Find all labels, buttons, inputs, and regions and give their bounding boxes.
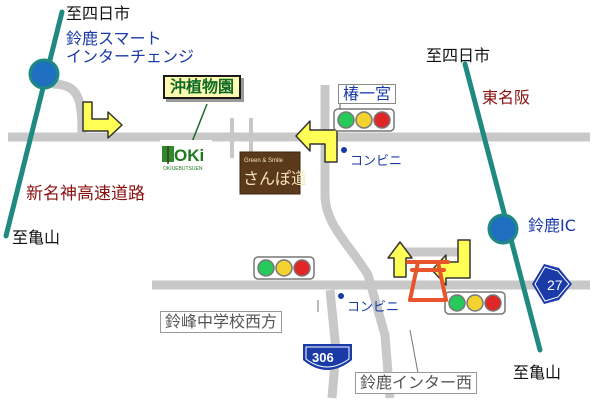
arrow-lower-up [387,241,413,278]
suzuka-inter-west-pointer-line [409,329,419,374]
label-higashi-meihan: 東名阪 [482,88,531,107]
shin-meishin-expressway [3,9,65,239]
signal-tsubaki-ichinomiya [333,108,395,132]
label-tsubaki-ichinomiya: 椿一宮 [338,84,397,104]
route-306-number: 306 [312,350,334,365]
label-shikameyama-left: 至亀山 [12,228,61,247]
arrow-at-tsubaki [295,120,338,163]
expressways [3,9,543,353]
label-suzuka-ic: 鈴鹿IC [528,216,576,235]
sanpomichi-name: さんぽ道 [243,169,307,188]
label-okiue-nursery: 沖植物園 [163,75,242,99]
label-suzuka-inter-west: 鈴鹿インター西 [355,372,478,394]
sanpomichi-top-text: Green & Smile [244,158,284,164]
convenience-store-dot-1 [341,147,347,153]
suzuka-smart-ic-marker [28,58,60,90]
label-suzumine-jhs-west: 鈴峰中学校西方 [160,311,283,333]
okiue-logo-subtext: OKIUEBUTSUEN [163,166,203,172]
label-convenience-store-2: コンビニ [347,300,400,315]
traffic-signals [253,108,506,315]
route-27-shield: 27 [532,264,572,304]
ic-markers [28,58,519,245]
sanpomichi-sign: Green & Smile さんぽ道 [239,151,307,195]
suzuka-ic-marker [487,213,519,245]
road-north-south [320,85,395,399]
shrine-torii-icon [406,260,450,302]
okiue-logo: OKi OKIUEBUTSUEN [160,140,212,172]
label-suzuka-smart-ic: 鈴鹿スマート インターチェンジ [66,29,195,66]
okiue-logo-text: OKi [174,146,204,165]
arrow-from-smart-ic [82,101,123,139]
label-shiyokkaichi-right: 至四日市 [426,46,491,65]
label-shiyokkaichi-top: 至四日市 [66,4,131,23]
signal-lower-left [253,256,315,280]
convenience-store-dot-2 [338,293,344,299]
signal-suzuka-inter-west [444,291,506,315]
route-27-number: 27 [547,277,563,293]
label-convenience-store-1: コンビニ [350,154,403,169]
label-shikameyama-right: 至亀山 [513,363,562,382]
label-shin-meishin: 新名神高速道路 [26,184,145,204]
road-ic-connector [51,79,87,138]
okiue-pointer-line [191,103,208,143]
higashi-meihan-expressway [462,61,543,353]
route-306-shield: 306 [303,344,352,370]
